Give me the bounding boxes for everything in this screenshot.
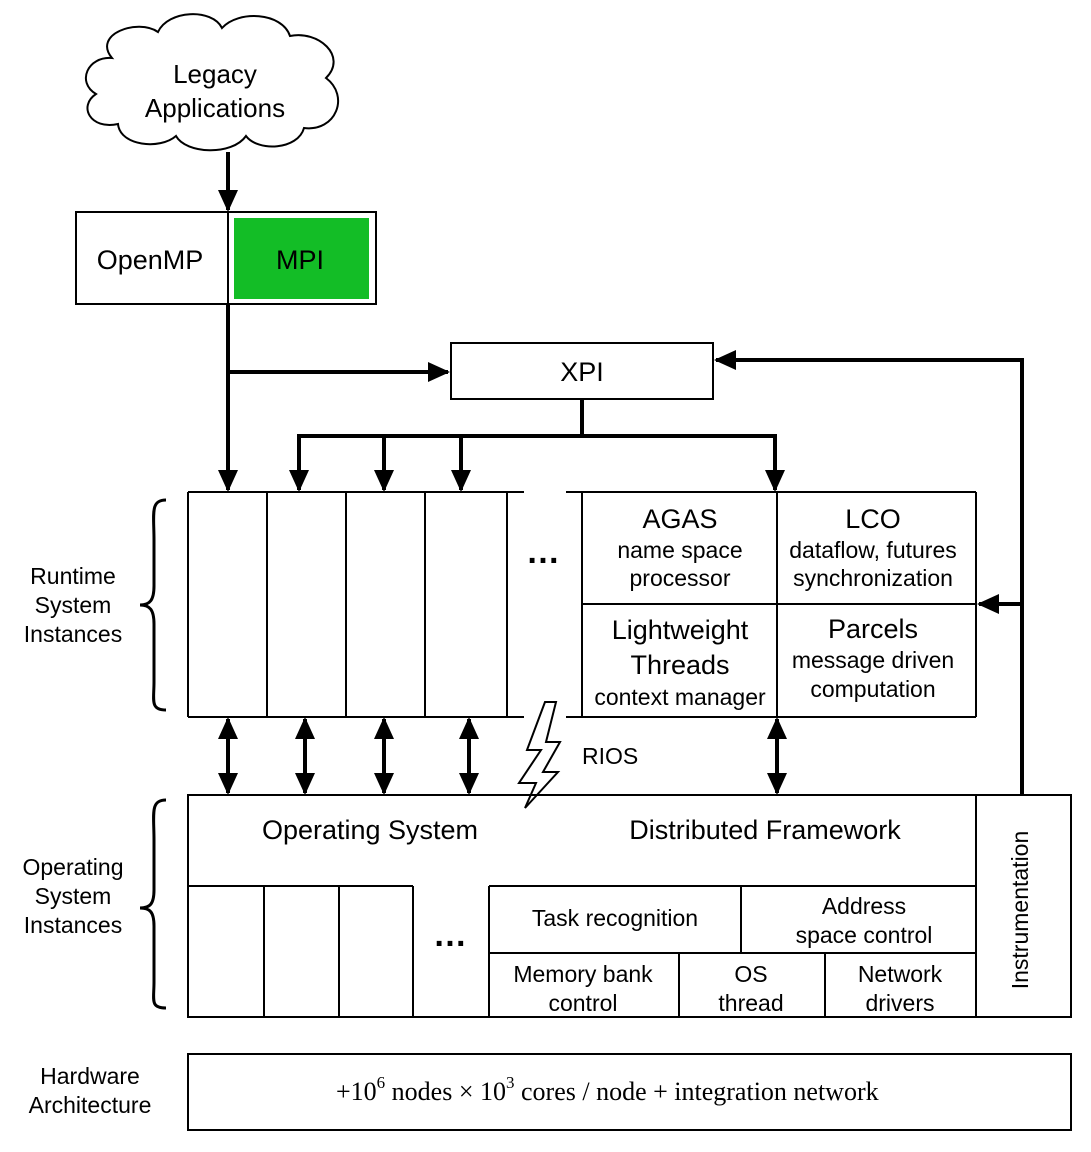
os-label: Operating System Instances — [22, 854, 123, 938]
rios-bidirectional-arrows — [218, 717, 787, 795]
df-subgrid — [488, 885, 976, 1017]
rios-label: RIOS — [582, 743, 638, 769]
membank-line2: control — [548, 990, 617, 1016]
parcels-line2: computation — [810, 676, 935, 702]
legacy-applications-cloud: Legacy Applications — [84, 13, 340, 152]
parcels-cell: Parcels message driven computation — [792, 614, 954, 702]
runtime-label: Runtime System Instances — [24, 563, 122, 647]
runtime-label-line3: Instances — [24, 621, 122, 647]
hardware-box — [187, 1053, 1072, 1131]
hardware-exp-cores: 3 — [506, 1073, 515, 1092]
hardware-exp-nodes: 6 — [377, 1073, 386, 1092]
openmp-mpi-box: OpenMP MPI — [75, 211, 377, 305]
agas-title: AGAS — [642, 504, 717, 534]
os-label-line3: Instances — [24, 912, 122, 938]
os-brace — [139, 798, 167, 1010]
hardware-rest: cores / node + integration network — [515, 1077, 879, 1106]
os-ellipsis: … — [433, 916, 467, 954]
legacy-label-line2: Applications — [145, 93, 285, 123]
lco-title: LCO — [845, 504, 901, 534]
agas-line1: name space — [617, 537, 742, 563]
instrumentation-label: Instrumentation — [1007, 831, 1033, 990]
runtime-label-line2: System — [35, 592, 112, 618]
osthread-line2: thread — [718, 990, 783, 1016]
hw-label-line2: Architecture — [29, 1092, 152, 1118]
threads-cell: Lightweight Threads context manager — [594, 615, 766, 710]
os-outer-box — [187, 794, 1072, 1018]
runtime-brace — [139, 498, 167, 712]
df-title: Distributed Framework — [629, 815, 901, 845]
os-instance-columns — [188, 885, 414, 1017]
xpi-label: XPI — [560, 357, 604, 387]
hw-label-line1: Hardware — [40, 1063, 140, 1089]
hardware-text: +106 nodes × 103 cores / node + integrat… — [336, 1073, 879, 1106]
hardware-plus: +10 — [336, 1077, 377, 1106]
membank-line1: Memory bank — [513, 961, 653, 987]
netdrv-line2: drivers — [865, 990, 934, 1016]
parcels-title: Parcels — [828, 614, 918, 644]
threads-title2: Threads — [630, 650, 729, 680]
instrumentation-feedback-arrows — [714, 350, 1024, 795]
hardware-nodes: nodes × 10 — [385, 1077, 506, 1106]
xpi-distribution-arrows — [289, 399, 785, 492]
mpi-label: MPI — [276, 245, 324, 275]
os-label-line1: Operating — [22, 854, 123, 880]
runtime-label-line1: Runtime — [30, 563, 116, 589]
runtime-ellipsis: … — [526, 533, 560, 571]
runtime-instance-columns — [187, 491, 524, 718]
instrumentation-box — [975, 794, 1072, 1018]
address-line2: space control — [796, 922, 933, 948]
threads-title1: Lightweight — [612, 615, 749, 645]
lightning-bolt-icon — [517, 701, 562, 809]
legacy-label-line1: Legacy — [173, 59, 257, 89]
lco-line1: dataflow, futures — [789, 537, 957, 563]
openmp-label: OpenMP — [97, 245, 204, 275]
netdrv-line1: Network — [858, 961, 943, 987]
address-line1: Address — [822, 893, 906, 919]
task-recognition-label: Task recognition — [532, 905, 698, 931]
osthread-line1: OS — [734, 961, 767, 987]
os-title: Operating System — [262, 815, 478, 845]
agas-cell: AGAS name space processor — [617, 504, 742, 591]
mpi-box-fill — [234, 218, 369, 299]
threads-line1: context manager — [594, 684, 766, 710]
xpi-box: XPI — [450, 342, 714, 400]
agas-line2: processor — [630, 565, 731, 591]
lco-line2: synchronization — [793, 565, 953, 591]
parcels-line1: message driven — [792, 647, 954, 673]
os-label-line2: System — [35, 883, 112, 909]
hw-label: Hardware Architecture — [29, 1063, 152, 1118]
lco-cell: LCO dataflow, futures synchronization — [789, 504, 957, 591]
